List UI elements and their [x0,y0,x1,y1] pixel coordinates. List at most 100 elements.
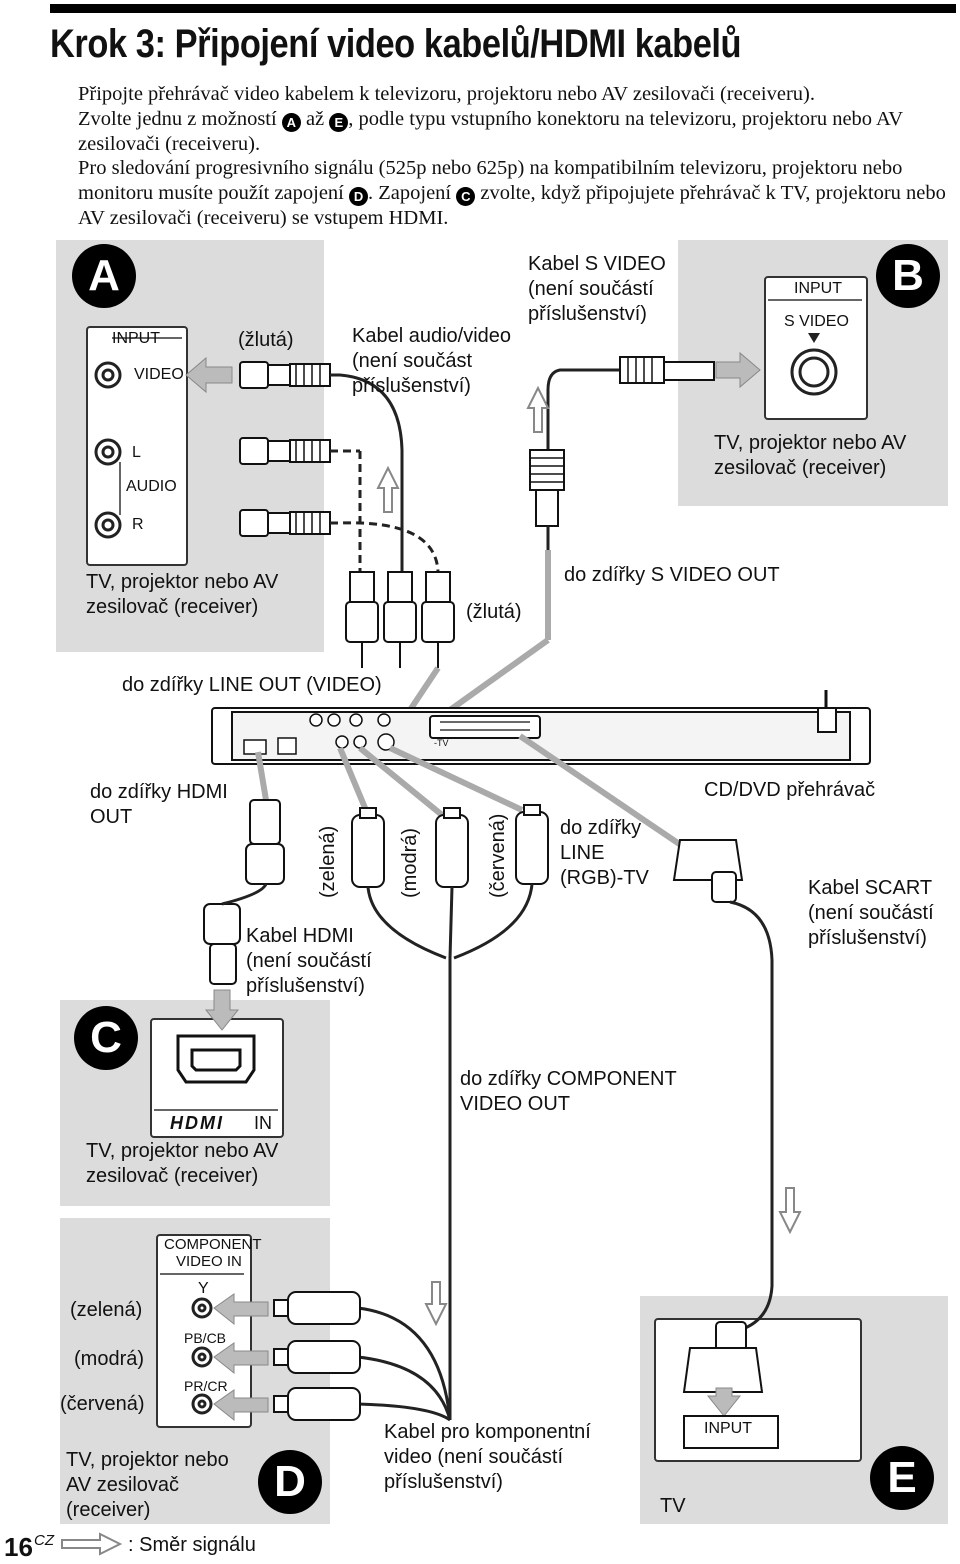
to-line-rgb-label-1: do zdířky [560,817,642,839]
plug-rca-yellow-a [239,361,331,389]
jack-video-a [94,361,122,539]
hdmi-port-c [176,1034,256,1084]
signal-arrow-b [715,351,761,389]
av-cable-label-1: Kabel audio/video [352,325,512,347]
component-title-2: VIDEO IN [176,1253,242,1270]
component-jacks-d [191,1297,213,1415]
player-label: CD/DVD přehrávač [704,779,876,801]
intro-p2-before: Zvolte jednu z možností [78,107,277,130]
component-title-1: COMPONENT [164,1236,262,1253]
yellow-label-middle: (žlutá) [466,601,522,623]
plug-rca-r-a [239,509,331,537]
video-label-a: VIDEO [134,366,184,383]
pb-label: PB/CB [184,1330,227,1346]
page-title: Krok 3: Připojení video kabelů/HDMI kabe… [50,22,742,66]
device-label-b-1: TV, projektor nebo AV [714,432,907,454]
legend-signal-arrow [61,1532,123,1556]
intro-paragraph-3: Pro sledování progresivního signálu (525… [78,156,958,230]
green-label-middle: (zelená) [317,825,339,898]
signal-arrow-up-svideo [526,385,550,433]
to-line-rgb-label-2: LINE [560,842,605,864]
to-line-out-video-label: do zdířky LINE OUT (VIDEO) [122,674,382,696]
device-label-e: TV [660,1495,686,1517]
blue-label-middle: (modrá) [399,827,421,898]
audio-label-a: AUDIO [126,478,177,495]
badge-e-inline: E [329,112,349,132]
svideo-cable-label-2: (není součástí [528,278,654,300]
signal-arrow-d [213,1293,269,1422]
intro-p3-mid: . Zapojení [368,181,452,204]
component-input-panel-d [156,1234,252,1428]
plug-component-d [273,1291,361,1421]
yellow-label-a: (žlutá) [238,329,294,351]
green-label-d: (zelená) [70,1299,143,1321]
badge-d-inline: D [349,186,369,206]
to-svideo-out-label: do zdířky S VIDEO OUT [564,564,780,586]
to-component-out-label-2: VIDEO OUT [460,1093,571,1115]
pr-label: PR/CR [184,1378,228,1394]
device-label-c-1: TV, projektor nebo AV [86,1140,279,1162]
legend-signal-direction: : Směr signálu [128,1534,256,1556]
scart-socket-e [683,1415,779,1449]
r-label-a: R [132,516,144,533]
signal-arrow-up-middle [376,465,400,513]
intro-p2-mid: až [305,107,325,130]
signal-arrow-c [204,989,240,1031]
to-line-rgb-label-3: (RGB)-TV [560,867,649,889]
intro-p2-after: , podle typu vstupního konektoru na tele… [78,107,903,155]
intro-paragraph-1: Připojte přehrávač video kabelem k telev… [78,83,815,105]
scart-cable-label-2: (není součástí [808,902,934,924]
plug-rca-bundle-middle [345,571,455,668]
hdmi-cable-label-2: (není součástí [246,950,372,972]
svideo-label-b: S VIDEO [784,313,849,330]
page-number: 16 [4,1532,33,1562]
intro-text: Připojte přehrávač video kabelem k telev… [78,82,958,230]
component-cable-label-1: Kabel pro komponentní [384,1421,591,1443]
player-rear-tv-label: -TV [434,738,449,748]
av-cable-label-2: (není součást [352,350,473,372]
l-label-a: L [132,444,141,461]
plug-scart-tv [682,1321,764,1393]
section-badge-a: A [72,244,136,308]
page-language: CZ [34,1532,54,1549]
device-label-a-2: zesilovač (receiver) [86,596,259,618]
component-cable-label-3: příslušenství) [384,1471,503,1493]
badge-c-inline: C [456,186,476,206]
input-label-a: INPUT [112,330,160,347]
blue-label-d: (modrá) [74,1348,145,1370]
device-label-a-1: TV, projektor nebo AV [86,571,279,593]
jack-svideo-b [790,348,838,396]
to-hdmi-out-label-1: do zdířky HDMI [90,781,228,803]
red-label-d: (červená) [60,1393,145,1415]
header-rule [50,4,956,13]
to-hdmi-out-label-2: OUT [90,806,133,828]
signal-arrow-e [706,1387,742,1417]
hdmi-logo: HDMI [170,1113,224,1133]
scart-cable-label-3: příslušenství) [808,927,927,949]
to-component-out-label-1: do zdířky COMPONENT [460,1068,677,1090]
plug-rca-l-a [239,437,331,465]
input-label-e: INPUT [704,1420,752,1437]
device-label-d-1: TV, projektor nebo [66,1449,229,1471]
red-label-middle: (červená) [487,813,509,898]
section-badge-d: D [258,1450,322,1514]
hdmi-cable-label-1: Kabel HDMI [246,925,354,947]
y-label: Y [198,1280,209,1297]
plug-scart-player [672,839,744,903]
section-badge-e: E [870,1446,934,1510]
intro-p3-before: Pro sledování progresivního signálu (525… [78,157,903,204]
section-badge-c: C [74,1006,138,1070]
signal-arrow-a [185,356,233,394]
device-label-b-2: zesilovač (receiver) [714,457,887,479]
signal-arrow-down-component [424,1281,448,1327]
hdmi-cable-label-3: příslušenství) [246,975,365,997]
component-cable-label-2: video (není součástí [384,1446,563,1468]
dvd-player-rear [211,707,871,765]
svideo-cable-label-3: příslušenství) [528,303,647,325]
av-cable-label-3: příslušenství) [352,375,471,397]
scart-cable-label-1: Kabel SCART [808,877,933,899]
signal-arrow-down-scart [778,1187,802,1235]
device-label-d-3: (receiver) [66,1499,151,1521]
intro-p3-after: zvolte, když připojujete přehrávač k TV,… [78,181,946,229]
